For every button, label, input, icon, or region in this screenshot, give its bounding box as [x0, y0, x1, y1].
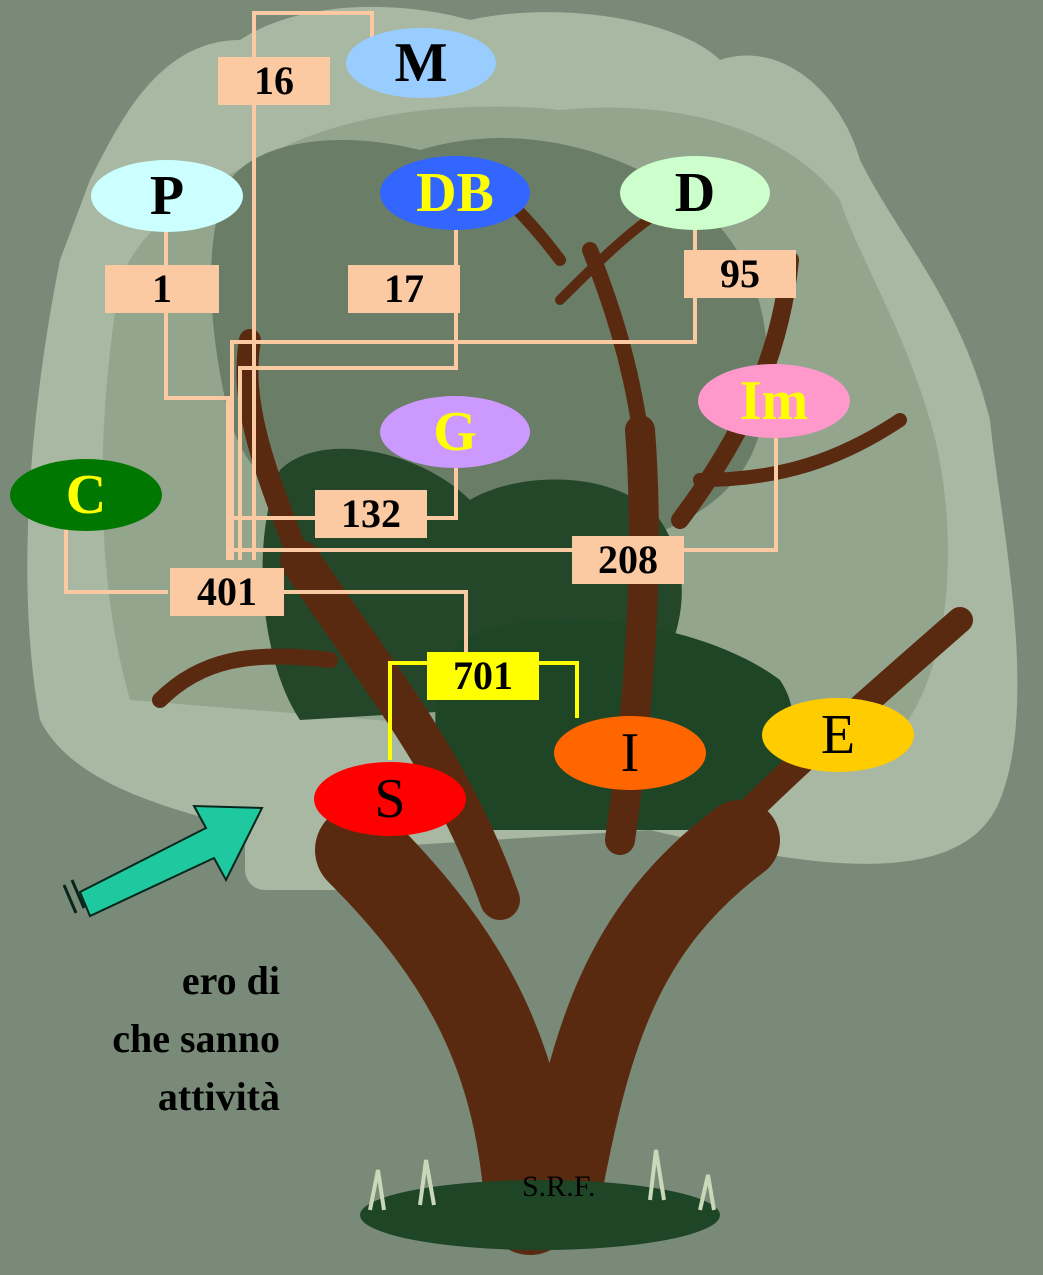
node-label: M	[394, 32, 448, 94]
count-box-DB: 17	[348, 265, 460, 313]
connector-G	[234, 464, 458, 520]
node-label: D	[674, 162, 716, 224]
node-label: I	[620, 722, 640, 784]
connector-401	[284, 590, 468, 652]
node-label: E	[820, 704, 856, 766]
node-label: G	[433, 401, 477, 463]
count-box-D: 95	[684, 250, 796, 298]
connector-M	[252, 11, 374, 560]
caption-line: ero di	[181, 958, 280, 1003]
node-label: S	[374, 768, 406, 830]
node-S: S	[314, 762, 466, 836]
footer-initials: S.R.F.	[522, 1170, 596, 1203]
node-DB: DB	[380, 156, 530, 230]
node-E: E	[762, 698, 914, 772]
count-box-P: 1	[105, 265, 219, 313]
count-box-Im: 208	[572, 536, 684, 584]
node-G: G	[380, 396, 530, 468]
caption-line: che sanno	[112, 1016, 280, 1061]
caption-line: attività	[157, 1074, 280, 1119]
pointer-arrow	[62, 804, 264, 918]
node-C: C	[10, 459, 162, 531]
node-D: D	[620, 156, 770, 230]
count-box-S: 701	[427, 652, 539, 700]
node-P: P	[91, 160, 243, 232]
node-I: I	[554, 716, 706, 790]
caption-text: ero di che sanno attività	[0, 952, 280, 1126]
count-box-M: 16	[218, 57, 330, 105]
connector-Im	[234, 438, 778, 552]
node-M: M	[346, 28, 496, 98]
node-label: C	[65, 464, 107, 526]
count-box-C: 401	[170, 568, 284, 616]
tree-grass	[360, 1149, 720, 1250]
node-Im: Im	[698, 364, 850, 438]
node-label: DB	[416, 162, 494, 224]
node-label: P	[149, 165, 185, 227]
connector-C	[64, 528, 168, 594]
node-label: Im	[739, 370, 809, 432]
count-box-G: 132	[315, 490, 427, 538]
